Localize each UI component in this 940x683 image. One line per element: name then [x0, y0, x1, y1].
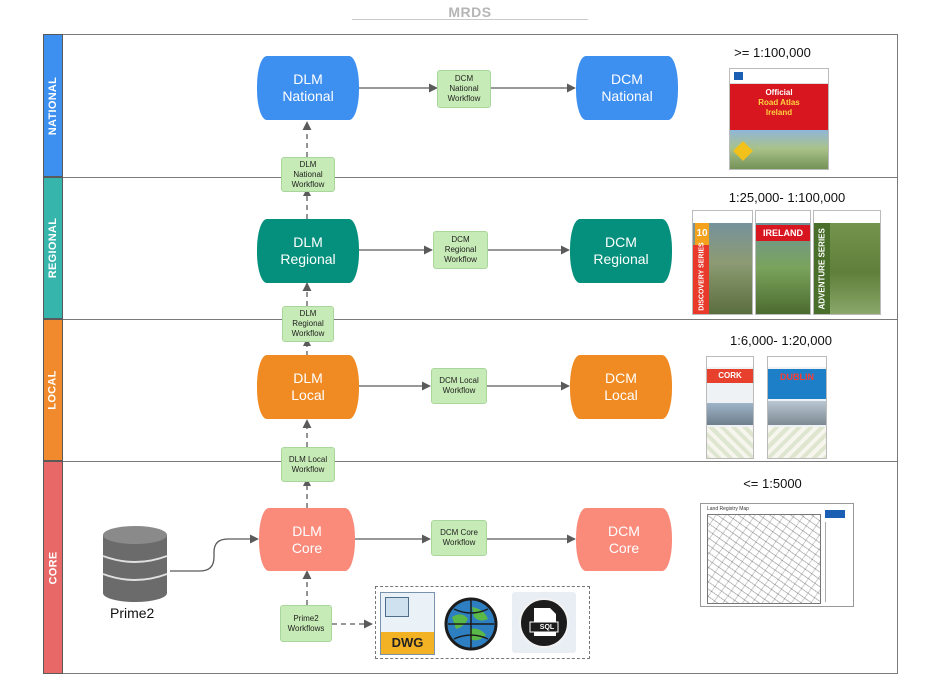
lane-divider — [63, 177, 898, 178]
dcm-national-workflow: DCM National Workflow — [437, 70, 491, 108]
dlm-national-line1: DLM — [293, 71, 323, 87]
dcm-core-workflow: DCM Core Workflow — [431, 520, 487, 556]
cork-text: CORK — [707, 369, 753, 383]
dcm-national-line1: DCM — [611, 71, 643, 87]
dlm-national-line2: National — [282, 88, 334, 104]
dcm-local-workflow: DCM Local Workflow — [431, 368, 487, 404]
dcm-local-line2: Local — [604, 387, 638, 403]
dlm-core-line1: DLM — [292, 522, 322, 539]
discovery-series-text: DISCOVERY SERIES — [698, 242, 706, 311]
arcgis-globe-icon — [444, 597, 498, 651]
dlm-local-line2: Local — [291, 387, 325, 403]
dlm-regional-line2: Regional — [280, 251, 336, 267]
dcm-national-line2: National — [601, 88, 653, 104]
dlm-regional-workflow: DLM Regional Workflow — [282, 306, 334, 342]
dublin-text: DUBLIN — [780, 372, 814, 382]
workflow-line: Workflow — [442, 538, 476, 547]
lane-tab-local: LOCAL — [43, 319, 63, 461]
land-registry-map-title: Land Registry Map — [707, 506, 749, 512]
scale-regional: 1:25,000- 1:100,000 — [728, 190, 846, 205]
workflow-line: Workflow — [291, 464, 325, 474]
lane-divider — [63, 461, 898, 462]
atlas-title-line3: Ireland — [765, 108, 793, 117]
dlm-regional-line1: DLM — [293, 234, 323, 250]
workflow-line: DCM Core — [440, 528, 478, 537]
workflow-line: DLM — [299, 159, 317, 169]
dcm-core-cylinder: DCM Core — [576, 508, 672, 571]
prime2-workflows: Prime2 Workflows — [280, 605, 332, 642]
workflow-line: Regional — [292, 319, 324, 328]
dcm-local-line1: DCM — [605, 370, 637, 386]
scale-core: <= 1:5000 — [743, 476, 802, 491]
atlas-title-line1: Official — [765, 88, 793, 97]
lane-tab-national: NATIONAL — [43, 34, 63, 177]
atlas-title-line2: Road Atlas — [758, 98, 800, 107]
arrowhead — [303, 478, 311, 486]
workflow-line: DCM Local — [439, 376, 479, 385]
workflow-line: Workflow — [444, 255, 477, 264]
workflow-line: National — [449, 84, 479, 93]
dcm-core-line1: DCM — [608, 522, 640, 539]
workflow-line: Workflow — [442, 386, 476, 395]
workflow-line: National — [293, 169, 323, 179]
scale-national: >= 1:100,000 — [734, 45, 811, 60]
workflow-line: DCM — [451, 235, 470, 244]
workflow-line: DCM — [454, 74, 474, 83]
workflow-line: Workflow — [447, 94, 481, 103]
workflow-line: Regional — [444, 245, 477, 254]
dlm-regional-cylinder: DLM Regional — [257, 219, 359, 283]
lane-tab-core: CORE — [43, 461, 63, 674]
title-underline — [352, 19, 588, 20]
workflow-line: Workflow — [291, 329, 325, 338]
arrow-prime2-to-core — [170, 534, 259, 572]
workflow-line: DLM — [299, 309, 317, 318]
road-atlas-cover-image: Official Road Atlas Ireland — [729, 68, 829, 170]
software-tools-group — [375, 586, 590, 659]
prime2-database-icon — [102, 526, 168, 602]
dlm-local-cylinder: DLM Local — [257, 355, 359, 419]
ireland-text: IRELAND — [756, 225, 810, 241]
workflow-line: Workflow — [291, 179, 325, 189]
dcm-local-cylinder: DCM Local — [570, 355, 672, 419]
ireland-touring-map-cover-image: IRELAND — [755, 210, 811, 315]
dlm-core-cylinder: DLM Core — [259, 508, 355, 571]
arrowhead — [303, 338, 311, 346]
vertical-arrows — [302, 121, 373, 629]
dwg-file-icon: DWG — [380, 592, 435, 655]
workflow-line: Prime2 — [293, 613, 319, 623]
dcm-regional-workflow: DCM Regional Workflow — [433, 231, 488, 269]
discovery-series-cover-image: 10 DISCOVERY SERIES — [692, 210, 753, 315]
adventure-series-cover-image: ADVENTURE SERIES — [813, 210, 881, 315]
land-registry-map-image: Land Registry Map — [700, 503, 854, 607]
dcm-national-cylinder: DCM National — [576, 56, 678, 120]
dublin-street-atlas-cover-image: DUBLIN — [767, 356, 827, 459]
dcm-regional-cylinder: DCM Regional — [570, 219, 672, 283]
dwg-label: DWG — [381, 632, 434, 654]
dlm-local-workflow: DLM Local Workflow — [281, 447, 335, 482]
sql-database-icon: SQL — [512, 592, 576, 653]
dlm-local-line1: DLM — [293, 370, 323, 386]
cork-street-map-cover-image: CORK — [706, 356, 754, 459]
prime2-label: Prime2 — [110, 605, 155, 621]
dlm-national-workflow: DLM National Workflow — [281, 157, 335, 192]
dcm-core-line2: Core — [608, 539, 640, 556]
dcm-regional-line2: Regional — [593, 251, 649, 267]
dcm-regional-line1: DCM — [605, 234, 637, 250]
lane-divider — [63, 319, 898, 320]
horizontal-arrows — [170, 83, 576, 572]
dlm-national-cylinder: DLM National — [257, 56, 359, 120]
dlm-core-line2: Core — [291, 539, 323, 556]
diagram-title: MRDS — [448, 4, 492, 20]
workflow-line: DLM Local — [288, 454, 328, 464]
adventure-series-text: ADVENTURE SERIES — [817, 228, 827, 310]
arrowhead — [303, 188, 311, 196]
sql-label: SQL — [539, 624, 555, 631]
scale-local: 1:6,000- 1:20,000 — [730, 333, 832, 348]
lane-tab-regional: REGIONAL — [43, 177, 63, 319]
workflow-line: Workflows — [287, 623, 325, 633]
